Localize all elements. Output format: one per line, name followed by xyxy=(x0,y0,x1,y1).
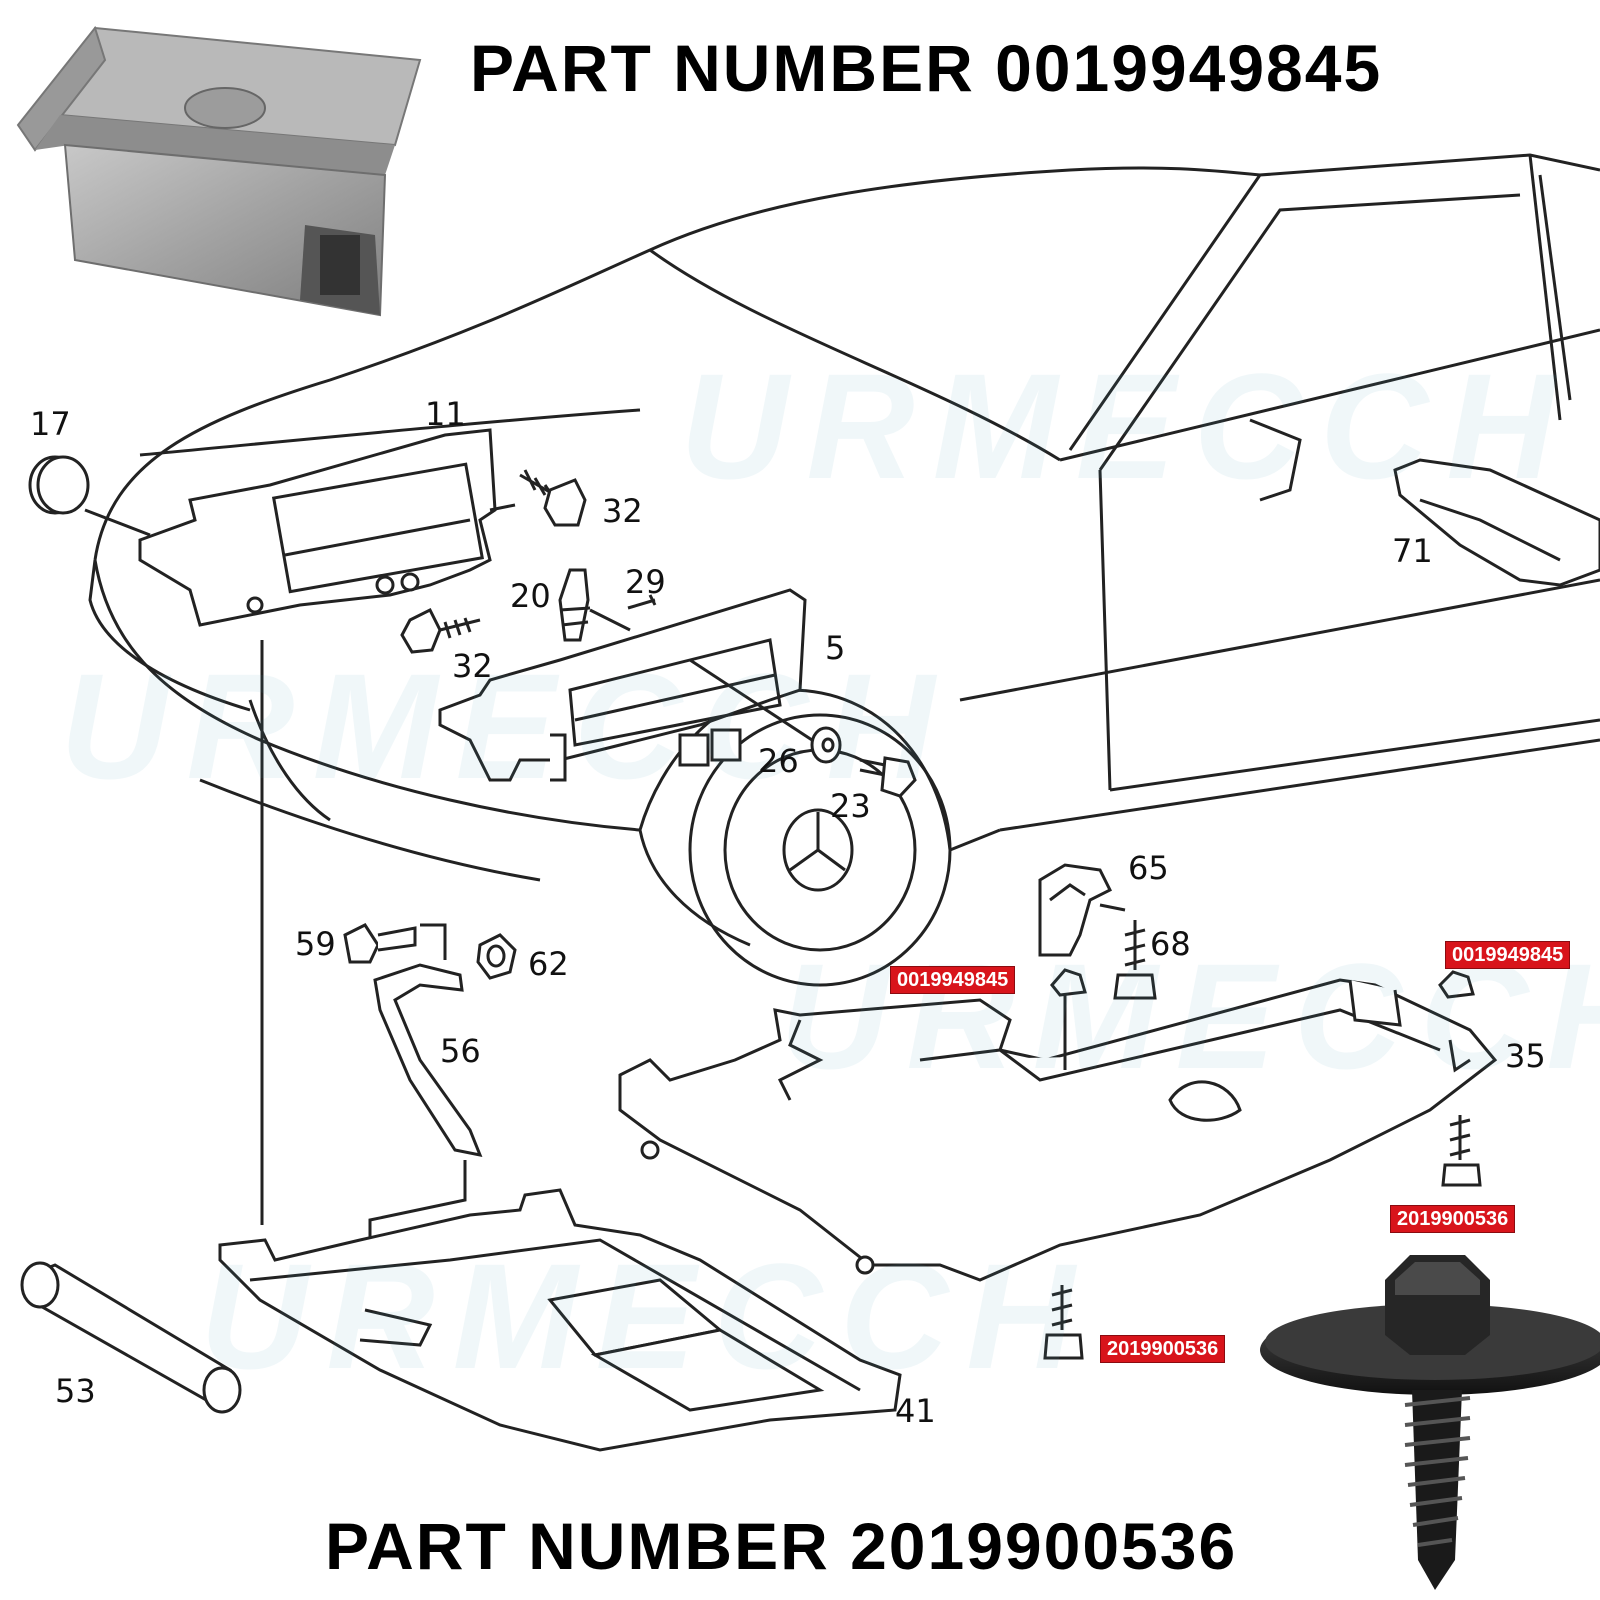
bolt-23 xyxy=(859,756,917,798)
tube-53 xyxy=(20,1261,242,1414)
callout-32-upper: 32 xyxy=(602,492,643,530)
bumper-panel-5 xyxy=(438,588,807,782)
washer-26 xyxy=(689,658,842,764)
callout-26: 26 xyxy=(758,742,799,780)
callout-5: 5 xyxy=(825,629,846,667)
part-tag-clip-right: 0019949845 xyxy=(1445,941,1571,969)
callout-65: 65 xyxy=(1128,849,1169,887)
side-panel-71 xyxy=(1393,458,1600,587)
screw-marker-bottom xyxy=(1043,1285,1084,1360)
callout-56: 56 xyxy=(440,1032,481,1070)
part-tag-screw-bottom: 2019900536 xyxy=(1100,1335,1226,1363)
speed-clip-photo xyxy=(16,25,422,317)
callout-20: 20 xyxy=(510,577,551,615)
callout-23: 23 xyxy=(830,787,871,825)
callout-29: 29 xyxy=(625,563,666,601)
nut-62 xyxy=(476,933,517,980)
callout-62: 62 xyxy=(528,945,569,983)
callout-59: 59 xyxy=(295,925,336,963)
pin-29 xyxy=(627,594,657,610)
undertray-41 xyxy=(218,640,902,1452)
screw-marker-right xyxy=(1441,1115,1482,1187)
body-screw-photo xyxy=(1260,1255,1600,1590)
callout-32-lower: 32 xyxy=(452,647,493,685)
part-number-heading-top: PART NUMBER 0019949845 xyxy=(470,31,1383,105)
bumper-panel-11 xyxy=(138,428,497,627)
car-body-outline xyxy=(88,153,1600,947)
callout-68: 68 xyxy=(1150,925,1191,963)
screw-32-upper xyxy=(489,469,587,527)
callout-11: 11 xyxy=(425,395,466,433)
callout-35: 35 xyxy=(1505,1037,1546,1075)
screw-32-lower xyxy=(400,607,481,654)
callout-41: 41 xyxy=(895,1392,936,1430)
undertray-35 xyxy=(618,978,1498,1282)
grommet-17 xyxy=(28,455,151,537)
clip-marker-right xyxy=(1438,970,1475,999)
part-tag-screw-right: 2019900536 xyxy=(1390,1205,1516,1233)
callout-53: 53 xyxy=(55,1372,96,1410)
part-tag-clip-left: 0019949845 xyxy=(890,966,1016,994)
bracket-65 xyxy=(1038,863,1126,957)
screw-68 xyxy=(1113,920,1157,1000)
callout-17: 17 xyxy=(30,405,71,443)
clip-20 xyxy=(558,568,631,642)
clip-marker-left xyxy=(1050,968,1087,997)
callout-71: 71 xyxy=(1392,532,1433,570)
part-number-heading-bottom: PART NUMBER 2019900536 xyxy=(325,1509,1238,1583)
bolt-59 xyxy=(343,923,447,964)
